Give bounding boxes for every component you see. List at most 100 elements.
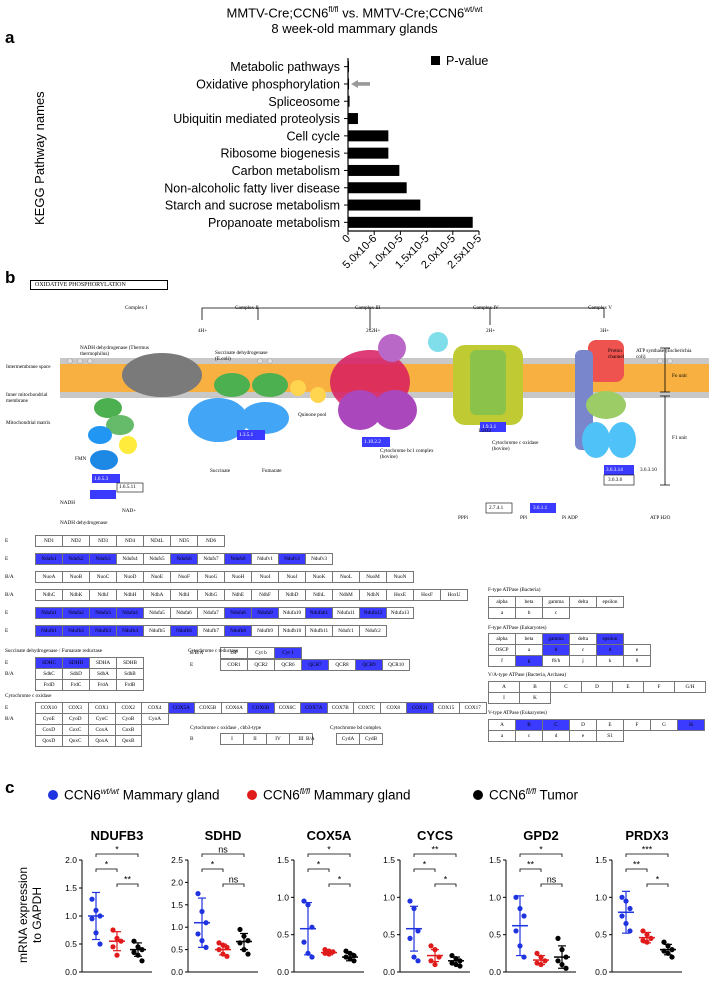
gene-cell[interactable]: QoxA — [88, 735, 116, 747]
gene-cell[interactable]: ISP — [220, 647, 248, 659]
gene-cell[interactable]: Ndufa7 — [197, 607, 225, 619]
gene-cell[interactable]: Ndufs4 — [116, 553, 144, 565]
gene-cell[interactable]: e — [569, 730, 597, 742]
gene-cell[interactable]: NdhE — [224, 589, 252, 601]
gene-cell[interactable]: j — [569, 655, 597, 667]
gene-cell[interactable]: I — [488, 692, 520, 704]
gene-cell[interactable]: Ndufa2 — [62, 607, 90, 619]
gene-cell[interactable]: COX5A — [167, 702, 195, 714]
gene-cell[interactable]: Ndufb10 — [278, 625, 306, 637]
gene-cell[interactable]: Ndufb4 — [116, 625, 144, 637]
gene-cell[interactable]: NuoJ — [278, 571, 306, 583]
gene-cell[interactable]: COX7C — [353, 702, 381, 714]
gene-cell[interactable]: Cyt 1 — [274, 647, 302, 659]
gene-cell[interactable]: Ndufb8 — [224, 625, 252, 637]
gene-cell[interactable]: NuoG — [197, 571, 225, 583]
gene-cell[interactable]: FrdB — [116, 679, 144, 691]
gene-cell[interactable]: Ndufs6 — [170, 553, 198, 565]
gene-cell[interactable]: Ndufs8 — [224, 553, 252, 565]
gene-cell[interactable]: b — [515, 607, 543, 619]
gene-cell[interactable]: Ndufs5 — [143, 553, 171, 565]
gene-cell[interactable]: QoxB — [114, 735, 142, 747]
gene-cell[interactable]: Ndufa1 — [35, 607, 63, 619]
gene-cell[interactable]: NdhG — [197, 589, 225, 601]
gene-cell[interactable]: NdhC — [35, 589, 63, 601]
gene-cell[interactable]: a — [488, 607, 516, 619]
gene-cell[interactable]: Ndufb6 — [170, 625, 198, 637]
gene-cell[interactable]: QoxD — [35, 735, 63, 747]
gene-cell[interactable]: Ndufb9 — [251, 625, 279, 637]
gene-cell[interactable]: QoxC — [61, 735, 89, 747]
gene-cell[interactable]: Ndufa5 — [143, 607, 171, 619]
gene-cell[interactable]: G/H — [674, 681, 706, 693]
gene-cell[interactable]: ND2 — [62, 535, 90, 547]
gene-cell[interactable]: c — [542, 607, 570, 619]
gene-cell[interactable]: NdhJ — [89, 589, 117, 601]
gene-cell[interactable]: H — [677, 719, 705, 731]
gene-cell[interactable]: HoxU — [440, 589, 468, 601]
gene-cell[interactable]: Ndufb5 — [143, 625, 171, 637]
gene-cell[interactable]: f — [488, 655, 516, 667]
gene-cell[interactable]: NuoH — [224, 571, 252, 583]
gene-cell[interactable]: Ndufa8 — [224, 607, 252, 619]
gene-cell[interactable]: HoxF — [413, 589, 441, 601]
gene-cell[interactable]: COX6A — [220, 702, 248, 714]
gene-cell[interactable]: Ndufa13 — [386, 607, 414, 619]
gene-cell[interactable]: NdhF — [251, 589, 279, 601]
gene-cell[interactable]: Ndufa10 — [278, 607, 306, 619]
gene-cell[interactable]: HoxE — [386, 589, 414, 601]
gene-cell[interactable]: Ndufc2 — [359, 625, 387, 637]
gene-cell[interactable]: Ndufa9 — [251, 607, 279, 619]
gene-cell[interactable]: delta — [569, 596, 597, 608]
gene-cell[interactable]: Ndufs3 — [89, 553, 117, 565]
gene-cell[interactable]: Cyt b — [247, 647, 275, 659]
gene-cell[interactable]: NdhK — [62, 589, 90, 601]
gene-cell[interactable]: FrdD — [35, 679, 63, 691]
gene-cell[interactable]: QCR10 — [382, 659, 410, 671]
gene-cell[interactable]: Ndufa4 — [116, 607, 144, 619]
gene-cell[interactable]: f6/h — [542, 655, 570, 667]
gene-cell[interactable]: COX17 — [459, 702, 487, 714]
gene-cell[interactable]: NuoN — [386, 571, 414, 583]
gene-cell[interactable]: Ndufab1 — [305, 607, 333, 619]
gene-cell[interactable]: NuoI — [251, 571, 279, 583]
gene-cell[interactable]: NuoM — [359, 571, 387, 583]
gene-cell[interactable]: NdhI — [170, 589, 198, 601]
gene-cell[interactable]: III — [289, 733, 313, 745]
gene-cell[interactable]: FrdA — [89, 679, 117, 691]
gene-cell[interactable]: NdhD — [278, 589, 306, 601]
gene-cell[interactable]: NuoL — [332, 571, 360, 583]
gene-cell[interactable]: F — [643, 681, 675, 693]
gene-cell[interactable]: E — [612, 681, 644, 693]
gene-cell[interactable]: Ndufb2 — [62, 625, 90, 637]
gene-cell[interactable]: D — [581, 681, 613, 693]
gene-cell[interactable]: Ndufs7 — [197, 553, 225, 565]
gene-cell[interactable]: Ndufb1 — [35, 625, 63, 637]
gene-cell[interactable]: NdhN — [359, 589, 387, 601]
gene-cell[interactable]: COX6B — [247, 702, 275, 714]
gene-cell[interactable]: Ndufs1 — [35, 553, 63, 565]
gene-cell[interactable]: ND4L — [143, 535, 171, 547]
gene-cell[interactable]: Ndufv1 — [251, 553, 279, 565]
gene-cell[interactable]: QCR6 — [274, 659, 302, 671]
gene-cell[interactable]: F — [623, 719, 651, 731]
gene-cell[interactable]: ND3 — [89, 535, 117, 547]
gene-cell[interactable]: Ndufc1 — [332, 625, 360, 637]
gene-cell[interactable]: S1 — [596, 730, 624, 742]
gene-cell[interactable]: ND1 — [35, 535, 63, 547]
gene-cell[interactable]: d — [542, 730, 570, 742]
gene-cell[interactable]: NdhA — [143, 589, 171, 601]
gene-cell[interactable]: g — [515, 655, 543, 667]
gene-cell[interactable]: Ndufa3 — [89, 607, 117, 619]
gene-cell[interactable]: QCR7 — [301, 659, 329, 671]
gene-cell[interactable]: NuoD — [116, 571, 144, 583]
gene-cell[interactable]: a — [488, 730, 516, 742]
gene-cell[interactable]: epsilon — [596, 596, 624, 608]
gene-cell[interactable]: SDHB — [116, 657, 144, 669]
gene-cell[interactable]: c — [515, 730, 543, 742]
gene-cell[interactable]: NuoA — [35, 571, 63, 583]
gene-cell[interactable]: II — [243, 733, 267, 745]
gene-cell[interactable]: Ndufb11 — [305, 625, 333, 637]
gene-cell[interactable]: Ndufv3 — [305, 553, 333, 565]
gene-cell[interactable]: NdhH — [116, 589, 144, 601]
